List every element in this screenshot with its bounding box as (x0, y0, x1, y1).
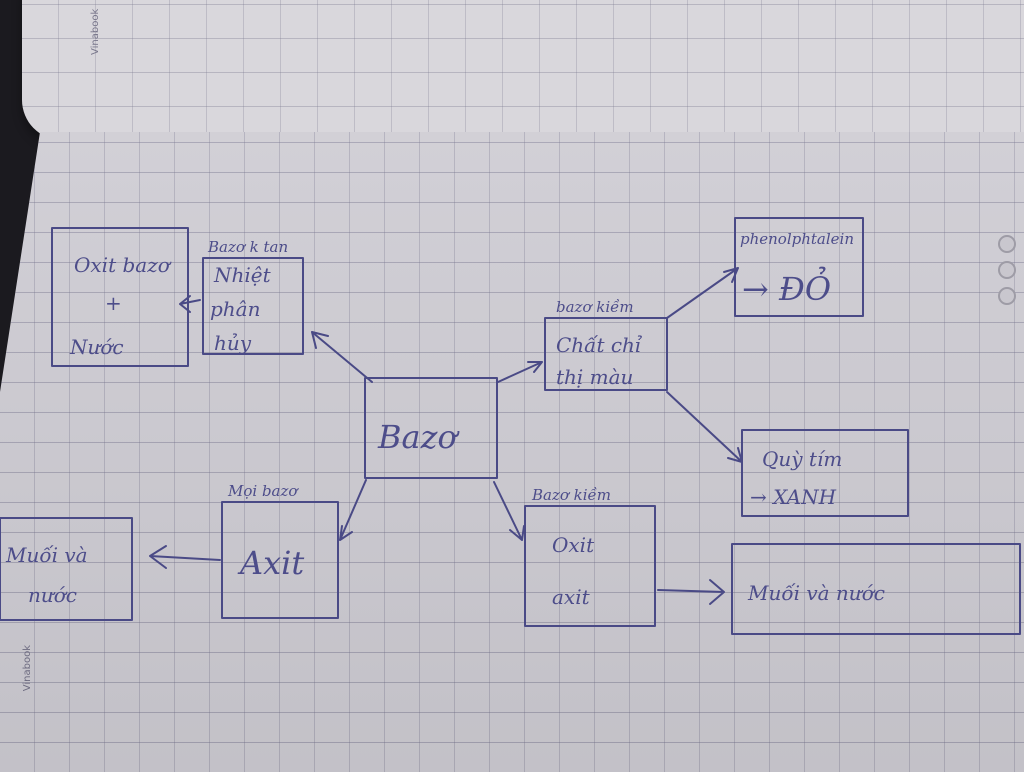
arrow-to-salt-water-left (149, 545, 221, 569)
notebook-page-main (0, 132, 1024, 772)
kiem-oxit-caption: Bazơ kiềm (531, 486, 611, 504)
quy-tim-box (741, 429, 909, 517)
tan-line-1: Nhiệt (213, 263, 272, 287)
oxit-bazo-line-1: Oxit bazơ (74, 253, 172, 277)
acid-line-1: Axit (237, 544, 304, 582)
salt-water-right-line-1: Muối và nước (747, 581, 885, 605)
phenol-line-2: → ĐỎ (742, 267, 831, 308)
tan-box (202, 257, 304, 355)
oxit-bazo-line-2: + (105, 291, 122, 315)
salt-water-left-line-2: nước (28, 583, 77, 607)
arrow-to-salt-water-right (657, 579, 725, 605)
oxit-bazo-line-3: Nước (69, 335, 124, 359)
salt-water-right-box (731, 543, 1021, 635)
binder-hole (998, 235, 1016, 253)
binder-hole (998, 261, 1016, 279)
arrow-to-acid (339, 479, 367, 541)
indicator-line-1: Chất chỉ (556, 333, 643, 357)
tan-line-3: hủy (214, 331, 252, 355)
kiem-oxit-box (524, 505, 656, 627)
indicator-box (544, 317, 668, 391)
arrow-to-quy-tim (666, 391, 743, 463)
arrow-to-phenol (666, 267, 739, 319)
kiem-oxit-line-1: Oxit (552, 533, 595, 557)
phenol-box (734, 217, 864, 317)
tan-line-2: phân (210, 297, 261, 321)
tan-caption: Bazơ k tan (207, 238, 288, 256)
indicator-caption: bazơ kiềm (556, 298, 634, 316)
arrow-to-oxit-bazo (179, 295, 201, 313)
acid-box (221, 501, 339, 619)
acid-caption: Mọi bazơ (227, 482, 299, 500)
salt-water-left-line-1: Muối và (5, 543, 88, 567)
center-box (364, 377, 498, 479)
kiem-oxit-line-2: axit (552, 585, 591, 609)
indicator-line-2: thị màu (556, 365, 633, 389)
binder-hole (998, 287, 1016, 305)
binder-holes (998, 235, 1016, 313)
notebook-page-top: Vinabook (22, 0, 1024, 140)
phenol-line-1: phenolphtalein (740, 230, 854, 248)
arrow-to-kiem-oxit (493, 481, 525, 541)
center-label: Bazơ (377, 418, 459, 456)
quy-tim-line-2: → XANH (750, 485, 837, 509)
arrow-to-tan (311, 331, 373, 383)
salt-water-left-box (0, 517, 133, 621)
quy-tim-line-1: Quỳ tím (762, 447, 842, 471)
arrow-to-indicator (497, 361, 543, 383)
